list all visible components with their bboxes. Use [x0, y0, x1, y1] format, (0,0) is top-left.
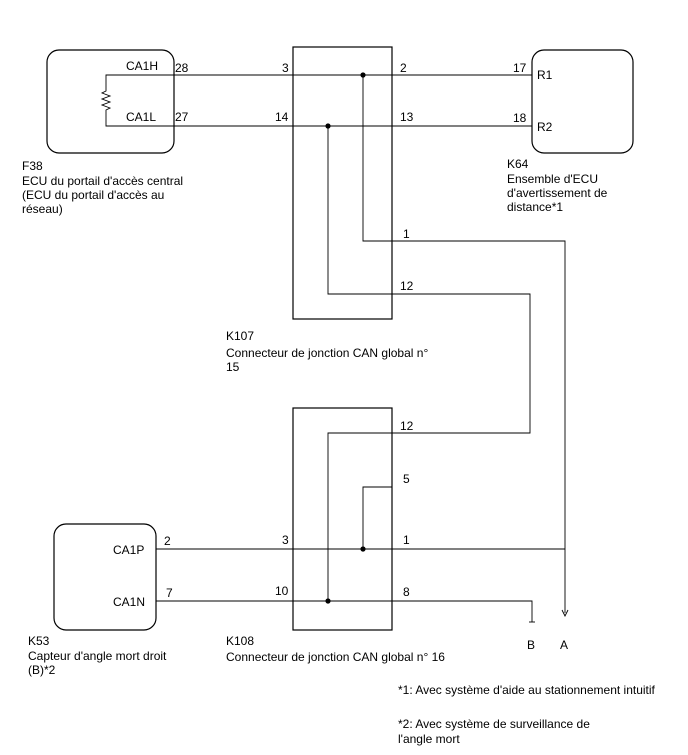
k108-junction-box — [292, 407, 393, 631]
k64-r2-pin-label: R2 — [537, 120, 553, 134]
k53-ca1p-pin-label: CA1P — [113, 543, 144, 557]
f38-ca1l-pin-label: CA1L — [126, 110, 156, 124]
note-2-line-2: l'angle mort — [398, 732, 460, 746]
k64-pin-17: 17 — [513, 61, 527, 75]
k64-ecu-box — [531, 49, 634, 154]
k108-pin-8: 8 — [403, 585, 410, 599]
k107-name-line-2: 15 — [226, 360, 240, 374]
k108-pin-5: 5 — [403, 472, 410, 486]
k107-pin-2: 2 — [400, 61, 407, 75]
f38-ecu-box — [46, 49, 175, 154]
f38-pin-28: 28 — [175, 61, 189, 75]
k108-pin-12: 12 — [400, 419, 414, 433]
k64-pin-18: 18 — [513, 111, 527, 125]
k53-pin-7: 7 — [166, 586, 173, 600]
k107-splice-low — [325, 123, 331, 129]
k108-internal-high-bus — [362, 486, 392, 549]
f38-code: F38 — [22, 159, 43, 173]
wire-k108-8-to-terminal-b — [293, 600, 533, 622]
k107-code: K107 — [226, 329, 254, 343]
k53-name-line-1: Capteur d'angle mort droit — [28, 649, 167, 663]
k107-pin-1: 1 — [403, 227, 410, 241]
k108-internal-low-bus — [327, 432, 392, 601]
k107-pin-14: 14 — [275, 110, 289, 124]
f38-pin-27: 27 — [175, 110, 189, 124]
k108-name-line-1: Connecteur de jonction CAN global n° 16 — [226, 650, 445, 664]
k108-code: K108 — [226, 634, 254, 648]
f38-ca1h-pin-label: CA1H — [126, 59, 158, 73]
terminal-b-label: B — [527, 638, 535, 652]
f38-name-line-1: ECU du portail d'accès central — [22, 174, 183, 188]
note-2-line-1: *2: Avec système de surveillance de — [398, 717, 590, 731]
k53-ca1n-pin-label: CA1N — [113, 595, 145, 609]
termination-resistor-symbol — [100, 74, 120, 127]
k108-pin-10: 10 — [275, 584, 289, 598]
k53-code: K53 — [28, 634, 50, 648]
wire-k107-1-to-terminal-a — [392, 240, 566, 613]
k64-code: K64 — [507, 157, 529, 171]
wire-k107-12-to-k108-12 — [392, 293, 531, 434]
k107-internal-low-bus — [327, 126, 392, 295]
note-1: *1: Avec système d'aide au stationnement… — [398, 683, 656, 697]
k107-junction-box — [292, 46, 393, 320]
terminal-a-arrow — [561, 609, 569, 618]
f38-name-line-3: réseau) — [22, 202, 63, 216]
k64-r1-pin-label: R1 — [537, 68, 553, 82]
k108-pin-1: 1 — [403, 533, 410, 547]
k107-internal-high-bus — [362, 75, 392, 242]
k107-splice-high — [360, 72, 366, 78]
k107-pin-12: 12 — [400, 279, 414, 293]
k64-name-line-2: d'avertissement de — [507, 186, 608, 200]
terminal-a-label: A — [560, 638, 568, 652]
k107-pin-13: 13 — [400, 110, 414, 124]
k107-pin-3: 3 — [282, 61, 289, 75]
k53-sensor-box — [53, 523, 157, 631]
k53-name-line-2: (B)*2 — [28, 663, 56, 677]
f38-name-line-2: (ECU du portail d'accès au — [22, 188, 164, 202]
k64-name-line-1: Ensemble d'ECU — [507, 172, 598, 186]
k107-name-line-1: Connecteur de jonction CAN global n° — [226, 346, 428, 360]
k108-pin-3: 3 — [282, 533, 289, 547]
k53-pin-2: 2 — [164, 534, 171, 548]
k64-name-line-3: distance*1 — [507, 200, 563, 214]
